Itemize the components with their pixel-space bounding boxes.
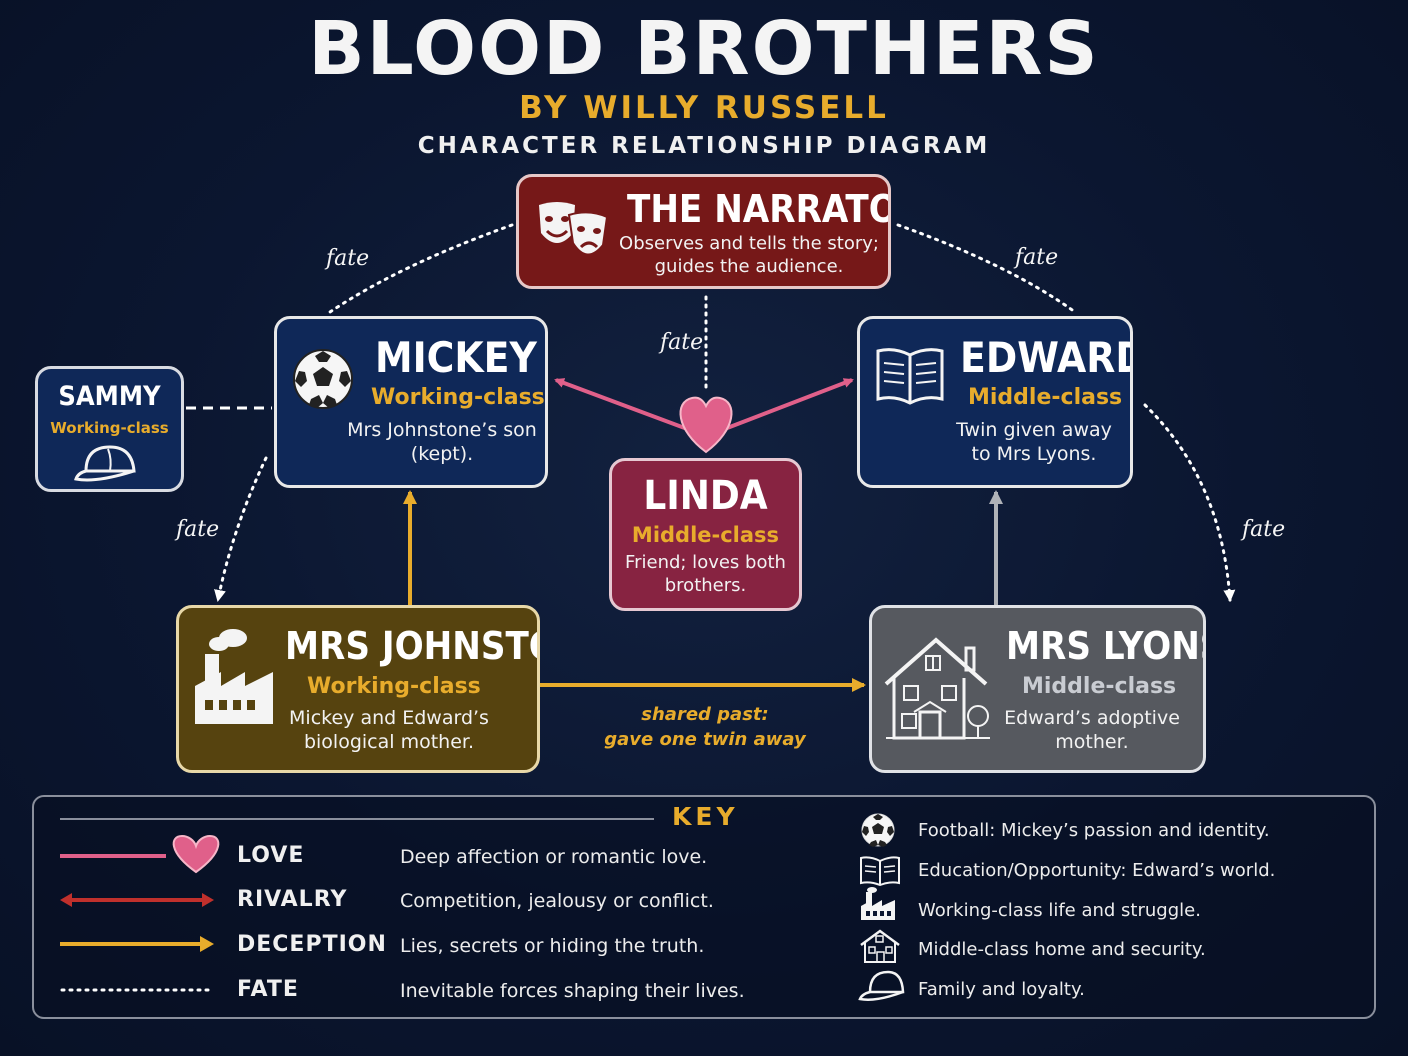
key-football-icon [861,813,895,847]
mickey-node: MICKEY Working-class Mrs Johnstone’s son… [274,316,548,488]
key-house-desc: Middle-class home and security. [918,939,1206,960]
sammy-class: Working-class [50,419,169,437]
shared-past-label: shared past: gave one twin away [590,702,820,752]
edward-desc-line2: to Mrs Lyons. [971,442,1097,465]
shared-past-line2: gave one twin away [604,729,806,751]
key-love-desc: Deep affection or romantic love. [400,846,708,868]
key-house-icon [860,929,900,963]
fate-label: fate [176,517,220,542]
fate-line-mickey-johnstone [214,456,268,602]
key-fate-desc: Inevitable forces shaping their lives. [400,980,745,1002]
mrs-johnstone-class: Working-class [307,674,481,699]
key-rivalry-name: RIVALRY [237,887,348,912]
heart-icon [679,396,733,454]
narrator-desc-line1: Observes and tells the story; [619,233,879,254]
linda-class: Middle-class [631,523,780,547]
fate-label: fate [326,246,370,271]
key-fate-name: FATE [237,977,299,1002]
sammy-name: SAMMY [58,381,161,412]
football-icon [293,349,353,409]
diagram-subtitle: CHARACTER RELATIONSHIP DIAGRAM [417,133,991,159]
edward-desc: Twin given away to Mrs Lyons. [940,419,1128,467]
linda-name: LINDA [643,473,768,519]
love-arrow-edward [721,378,854,432]
mrs-johnstone-desc-line1: Mickey and Edward’s [289,707,489,729]
mickey-desc-line2: (kept). [410,442,474,465]
mrs-lyons-name: MRS LYONS [1006,624,1206,668]
key-factory-desc: Working-class life and struggle. [918,900,1201,921]
mickey-class: Working-class [371,385,545,410]
key-cap-icon [858,970,905,1001]
mrs-johnstone-desc: Mickey and Edward’s biological mother. [277,707,501,755]
key-football-desc: Football: Mickey’s passion and identity. [918,820,1270,841]
mrs-lyons-node: MRS LYONS Middle-class Edward’s adoptive… [869,605,1206,773]
edward-class: Middle-class [968,385,1123,410]
edward-node: EDWARD Middle-class Twin given away to M… [857,316,1133,488]
fate-label: fate [660,330,704,355]
key-deception-desc: Lies, secrets or hiding the truth. [400,935,705,957]
page-title: BLOOD BROTHERS [308,6,1100,92]
mickey-desc-line1: Mrs Johnstone’s son [347,419,537,441]
cap-icon [74,445,136,482]
mickey-name: MICKEY [375,333,537,382]
key-book-desc: Education/Opportunity: Edward’s world. [918,860,1276,881]
sammy-node: SAMMY Working-class [35,366,184,492]
key-deception-name: DECEPTION [237,932,387,957]
book-icon [876,348,944,405]
fate-line-edward-lyons [1143,403,1236,602]
key-heart-icon [172,834,220,874]
key-rivalry-desc: Competition, jealousy or conflict. [400,890,714,912]
mrs-lyons-desc-line2: mother. [1055,730,1129,753]
fate-label: fate [1242,517,1286,542]
mrs-johnstone-node: MRS JOHNSTONE Working-class Mickey and E… [176,605,540,773]
key-panel [32,795,1376,1019]
house-icon [884,637,990,740]
fate-label: fate [1015,245,1059,270]
linda-desc-line2: brothers. [664,574,747,596]
narrator-desc: Observes and tells the story; guides the… [619,233,879,278]
key-love-name: LOVE [237,843,305,868]
fate-line-narrator-edward [896,223,1077,314]
edward-desc-line1: Twin given away [956,419,1112,441]
narrator-node: THE NARRATOR Observes and tells the stor… [516,174,891,289]
mrs-lyons-desc-line1: Edward’s adoptive [1004,707,1180,729]
mickey-desc: Mrs Johnstone’s son (kept). [317,419,545,467]
key-title: KEY [672,802,739,831]
edward-name: EDWARD [960,333,1133,382]
linda-desc: Friend; loves both brothers. [612,552,799,597]
mrs-johnstone-name: MRS JOHNSTONE [285,624,537,668]
narrator-name: THE NARRATOR [627,187,888,231]
narrator-desc-line2: guides the audience. [654,255,844,277]
mrs-lyons-class: Middle-class [1022,674,1177,699]
key-cap-desc: Family and loyalty. [918,979,1085,1000]
linda-desc-line1: Friend; loves both [625,552,786,573]
linda-node: LINDA Middle-class Friend; loves both br… [609,458,802,611]
factory-icon [195,629,273,724]
love-arrow-mickey [554,378,691,432]
theatre-masks-icon [539,202,609,256]
author-line: BY WILLY RUSSELL [519,90,889,126]
key-book-icon [860,856,900,887]
key-factory-icon [861,887,895,920]
mrs-johnstone-desc-line2: biological mother. [303,730,475,753]
shared-past-line1: shared past: [641,704,769,725]
mrs-lyons-desc: Edward’s adoptive mother. [992,707,1192,755]
